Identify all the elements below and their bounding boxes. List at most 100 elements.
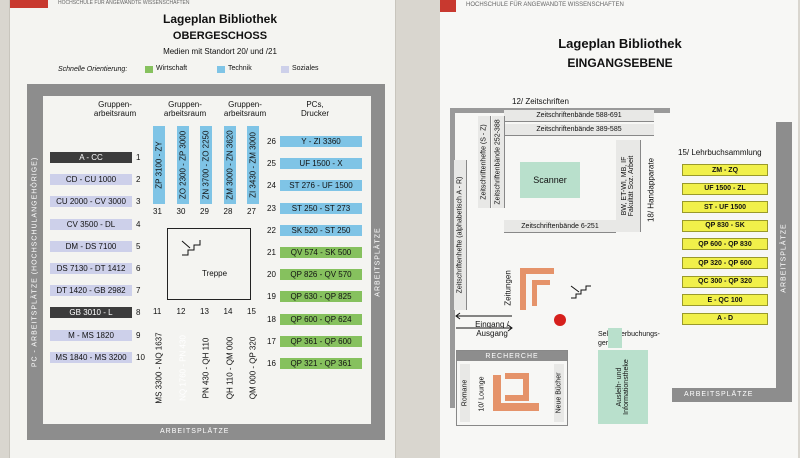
shelf-number-29: 29 [200, 207, 209, 216]
lehrbuch-shelf-1: ZM - ZQ [682, 164, 768, 176]
stairs-icon [181, 240, 201, 256]
shelf-number-22: 22 [267, 225, 276, 235]
shelf-number-21: 21 [267, 248, 276, 257]
wall-right-label: ARBEITSPLÄTZE [780, 223, 788, 293]
shelf-10: MS 1840 - MS 3200 [50, 351, 132, 363]
page-title: Lageplan Bibliothek [558, 36, 682, 51]
shelf-24: ST 276 - UF 1500 [280, 180, 362, 192]
shelf-3: CU 2000 - CV 3000 [50, 196, 132, 208]
shelf-number-19: 19 [267, 292, 276, 302]
newspaper-shelves [520, 268, 554, 310]
shelf-number-13: 13 [200, 307, 209, 316]
recherche-area: RECHERCHE [456, 350, 568, 426]
neue-buecher-shelf: Neue Bücher [554, 364, 564, 422]
shelf-number-5: 5 [136, 241, 141, 251]
university-logo [10, 0, 48, 8]
shelf-number-17: 17 [267, 336, 276, 346]
media-note: Medien mit Standort 20/ und /21 [163, 47, 277, 56]
shelf-11: MS 3300 - NQ 1637 [154, 332, 164, 404]
shelf-26: Y - ZI 3360 [280, 136, 362, 147]
shelf-number-14: 14 [223, 307, 233, 316]
shelf-1: A - CC [50, 152, 132, 163]
lehrbuch-shelf-4: QP 830 - SK [682, 219, 768, 232]
shelf-17: QP 361 - QP 600 [280, 335, 362, 347]
floor-name: OBERGESCHOSS [172, 30, 268, 42]
shelf-number-10: 10 [136, 352, 145, 362]
shelf-number-28: 28 [223, 207, 233, 216]
you-are-here-marker [554, 314, 566, 326]
shelf-number-25: 25 [267, 159, 276, 169]
floor-name: EINGANGSEBENE [567, 56, 673, 70]
university-name: HOCHSCHULE FÜR ANGEWANDTE WISSENSCHAFTEN [58, 0, 190, 6]
zeitschriftenbaende-588-691: Zeitschriftenbände 588-691 [504, 110, 654, 122]
shelf-number-1: 1 [136, 153, 141, 162]
wall-bottom-label: ARBEITSPLÄTZE [684, 391, 754, 398]
wall-bottom [27, 424, 385, 440]
wall-right [776, 122, 792, 394]
shelf-8: GB 3010 - L [50, 307, 132, 319]
wall-right [371, 84, 385, 440]
shelf-25: UF 1500 - X [280, 158, 362, 170]
legend-label-technik: Technik [228, 65, 252, 72]
shelf-number-18: 18 [267, 314, 276, 324]
shelf-7: DT 1420 - GB 2982 [50, 285, 132, 297]
wall-top [27, 84, 385, 96]
lounge-label: 10/ Lounge [478, 376, 486, 412]
university-name: HOCHSCHULE FÜR ANGEWANDTE WISSENSCHAFTEN [466, 2, 624, 8]
wall-left-label: PC - ARBEITSPLÄTZE (HOCHSCHULANGEHÖRIGE) [31, 156, 39, 368]
shelf-number-2: 2 [136, 175, 141, 185]
legend-label-wirtschaft: Wirtschaft [156, 65, 188, 72]
shelf-28: ZM 3000 - ZN 3620 [223, 126, 236, 204]
shelf-20: QP 826 - QV 570 [280, 269, 362, 281]
zeitungen-label: Zeitungen [503, 270, 513, 306]
stairs-label: Treppe [202, 269, 228, 278]
scanner: Scanner [520, 162, 580, 198]
shelf-number-26: 26 [267, 137, 276, 146]
floor-plan-upper-floor: HOCHSCHULE FÜR ANGEWANDTE WISSENSCHAFTEN… [10, 0, 395, 458]
shelf-number-9: 9 [136, 330, 141, 340]
romane-shelf: Romane [460, 364, 470, 422]
zeitschriftenbaende-252-388: Zeitschriftenbände 252-388 [492, 116, 505, 208]
selbstverbuchung-label: Selbstverbuchungs- geräte [598, 331, 660, 347]
lehrbuch-shelf-7: QC 300 - QP 320 [682, 275, 768, 288]
shelf-number-7: 7 [136, 286, 141, 296]
column-header-group-room-3: Gruppen- arbeitsraum [223, 100, 267, 118]
wall-right-label: ARBEITSPLÄTZE [374, 227, 382, 297]
legend-swatch-wirtschaft [145, 66, 153, 73]
shelf-16: QP 321 - QP 361 [280, 358, 362, 369]
shelf-number-4: 4 [136, 219, 141, 229]
shelf-9: M - MS 1820 [50, 329, 132, 341]
lounge-seating [493, 375, 539, 411]
zeitschriftenbaende-6-251: Zeitschriftenbände 6-251 [504, 220, 616, 233]
legend-swatch-technik [217, 66, 225, 73]
zeitschriftenbaende-389-585: Zeitschriftenbände 389-585 [504, 124, 654, 136]
shelf-12: NQ 1760 - PN 430 [178, 335, 187, 401]
lehrbuch-shelf-2: UF 1500 - ZL [682, 182, 768, 195]
shelf-18: QP 600 - QP 624 [280, 313, 362, 325]
entrance-label: Eingang / Ausgang [475, 320, 509, 338]
handapparate-label: 18/ Handapparate [646, 157, 656, 223]
column-header-pcs: PCs, Drucker [300, 100, 329, 118]
page-title: Lageplan Bibliothek [162, 12, 277, 26]
stairs-box: Treppe [167, 228, 251, 300]
lehrbuch-shelf-8: E - QC 100 [682, 294, 768, 307]
zeitschriftenhefte-a-r: Zeitschriftenhefte (alphabetisch A - R) [454, 160, 467, 310]
shelf-number-11: 11 [153, 307, 162, 316]
shelf-30: ZO 2300 - ZP 3000 [176, 126, 189, 204]
shelf-31: ZP 3100 - ZY [153, 126, 165, 204]
stairs-icon [570, 285, 591, 299]
shelf-5: DM - DS 7100 [50, 240, 132, 252]
lehrbuch-shelf-9: A - D [682, 312, 768, 325]
shelf-22: SK 520 - ST 250 [280, 224, 362, 236]
lehrbuch-shelf-6: QP 320 - QP 600 [682, 257, 768, 269]
floor-plan-entrance-level: HOCHSCHULE FÜR ANGEWANDTE WISSENSCHAFTEN… [440, 0, 798, 458]
ausleih-informationstheke: Ausleih- und Informationstheke [598, 350, 648, 424]
shelf-number-30: 30 [176, 207, 186, 216]
shelf-6: DS 7130 - DT 1412 [50, 263, 132, 274]
legend-swatch-soziales [281, 66, 289, 73]
shelf-23: ST 250 - ST 273 [280, 202, 362, 214]
selbstverbuchung-terminal [608, 328, 622, 348]
shelf-number-12: 12 [176, 307, 186, 316]
shelf-14: QH 110 - QM 000 [225, 336, 234, 400]
legend-label: Schnelle Orientierung: [58, 66, 128, 73]
